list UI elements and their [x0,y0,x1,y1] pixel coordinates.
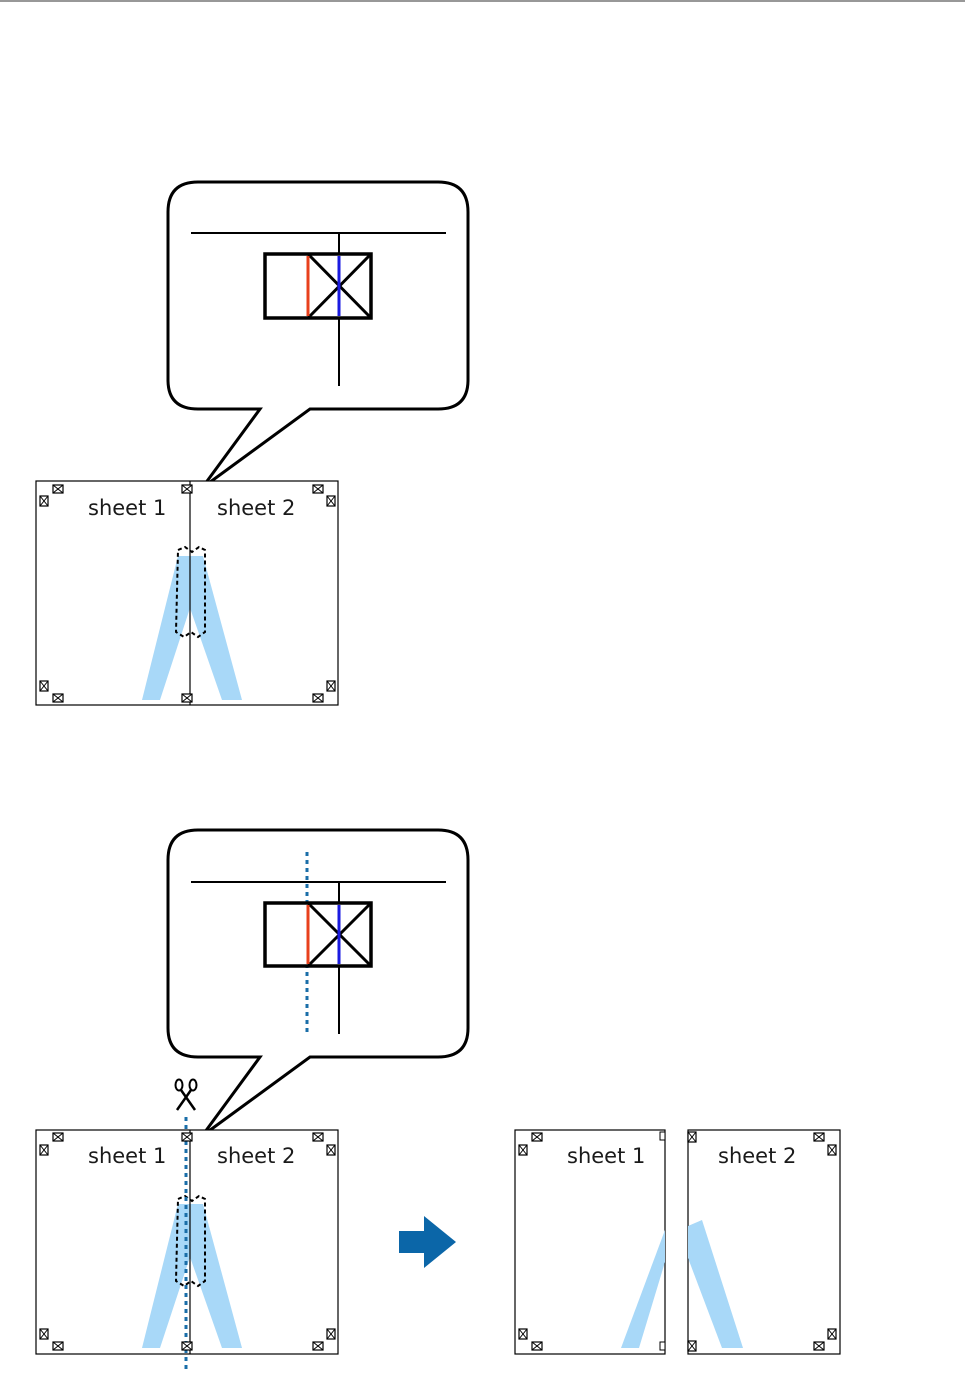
step1-sheet2-label: sheet 2 [217,496,295,520]
step2-sheet1-label: sheet 1 [88,1144,166,1168]
step1-sheets: sheet 1 sheet 2 [36,481,338,705]
step1-callout [168,182,468,488]
scissors-icon [176,1080,197,1111]
step2-sheet2-label: sheet 2 [217,1144,295,1168]
step2-callout [168,830,468,1136]
step1-sheet1-label: sheet 1 [88,496,166,520]
result-sheet1: sheet 1 [515,1130,665,1354]
result-sheet2: sheet 2 [688,1130,840,1354]
result-sheet2-label: sheet 2 [718,1144,796,1168]
result-sheet1-label: sheet 1 [567,1144,645,1168]
arrow-right-icon [399,1216,456,1268]
step2-sheets: sheet 1 sheet 2 [36,1117,338,1372]
